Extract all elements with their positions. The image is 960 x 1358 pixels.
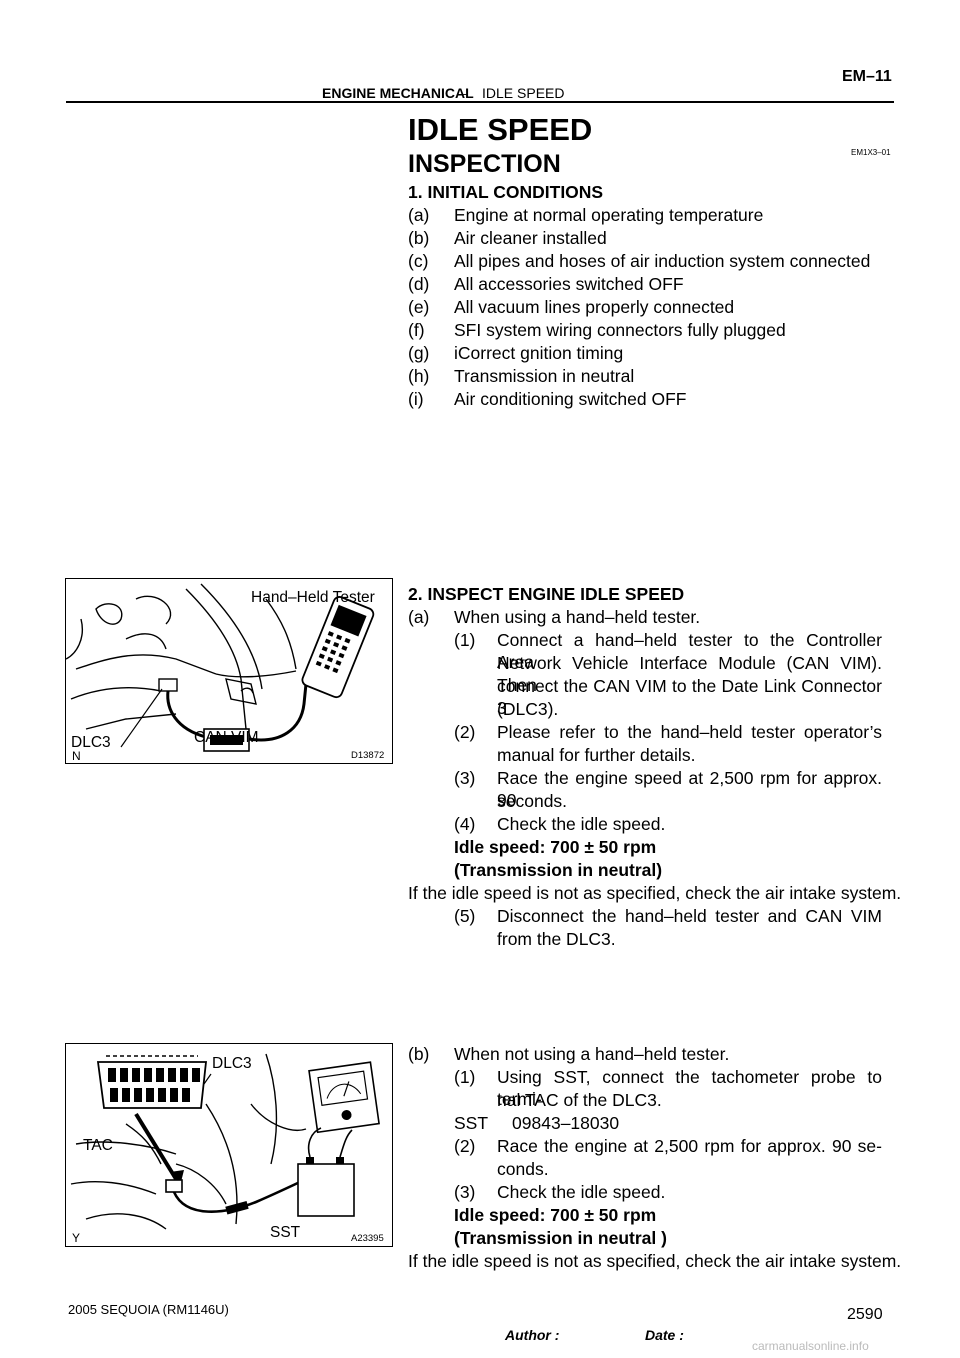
figure2-illustration: [70, 1053, 380, 1230]
condition-key: (b): [408, 228, 430, 248]
condition-key: (h): [408, 366, 430, 386]
spec-idle-speed: Idle speed: 700 ± 50 rpm: [454, 1205, 657, 1225]
figure-corner-mark: N: [72, 749, 81, 763]
step-text: from the DLC3.: [497, 929, 616, 949]
step-key: (2): [454, 1136, 476, 1156]
step-key: (4): [454, 814, 476, 834]
label-can-vim: CAN VIM: [194, 729, 259, 746]
condition-key: (i): [408, 389, 424, 409]
label-sst: SST: [270, 1224, 301, 1241]
condition-key: (c): [408, 251, 429, 271]
step-text: Using SST, connect the tachometer probe …: [497, 1067, 882, 1109]
figure-code: A23395: [351, 1233, 384, 1244]
spec-condition: (Transmission in neutral ): [454, 1228, 667, 1248]
step-text: Network Vehicle Interface Module (CAN VI…: [497, 653, 882, 695]
figure-tachometer-connection: DLC3 TAC SST Y A23395: [65, 1043, 393, 1247]
step-text: Connect a hand–held tester to the Contro…: [497, 630, 882, 672]
step-text: Race the engine at 2,500 rpm for approx.…: [497, 1136, 882, 1156]
condition-text: Engine at normal operating temperature: [454, 205, 764, 225]
step-text: When using a hand–held tester.: [454, 607, 701, 627]
condition-key: (a): [408, 205, 430, 225]
step-key: (3): [454, 1182, 476, 1202]
spec-condition: (Transmission in neutral): [454, 860, 663, 880]
step-key: (a): [408, 607, 430, 627]
page-code: EM–11: [842, 68, 892, 85]
note-text: If the idle speed is not as specified, c…: [408, 1251, 902, 1271]
footer-author-date: Author : Date :: [505, 1327, 684, 1343]
step-text: Race the engine speed at 2,500 rpm for a…: [497, 768, 882, 810]
step-key: (3): [454, 768, 476, 788]
step-text: Disconnect the hand–held tester and CAN …: [497, 906, 882, 926]
step-text: manual for further details.: [497, 745, 696, 765]
note-text: If the idle speed is not as specified, c…: [408, 883, 902, 903]
label-tac: TAC: [83, 1137, 113, 1154]
header-subsection: IDLE SPEED: [482, 85, 565, 101]
sst-number: SST 09843–18030: [454, 1113, 620, 1133]
label-dlc3: DLC3: [71, 734, 111, 751]
figure-corner-mark: Y: [72, 1231, 81, 1245]
condition-key: (d): [408, 274, 430, 294]
condition-text: iCorrect gnition timing: [454, 343, 624, 363]
condition-key: (g): [408, 343, 430, 363]
label-dlc3: DLC3: [212, 1055, 252, 1072]
condition-text: All accessories switched OFF: [454, 274, 684, 294]
condition-text: All vacuum lines properly connected: [454, 297, 735, 317]
footer-page-number: 2590: [847, 1306, 883, 1323]
step-key: (5): [454, 906, 476, 926]
step-text: Check the idle speed.: [497, 1182, 666, 1202]
conditions-title: 1. INITIAL CONDITIONS: [408, 182, 604, 202]
inspect-title: 2. INSPECT ENGINE IDLE SPEED: [408, 584, 685, 604]
step-key: (1): [454, 1067, 476, 1087]
condition-text: Air cleaner installed: [454, 228, 607, 248]
condition-key: (e): [408, 297, 430, 317]
step-text: conds.: [497, 1159, 549, 1179]
header-rule: [66, 101, 894, 103]
figure-code: D13872: [351, 750, 385, 761]
step-key: (2): [454, 722, 476, 742]
figure-hand-held-tester: Hand–Held Tester CAN VIM DLC3 N D13872: [65, 578, 393, 764]
step-text: (DLC3).: [497, 699, 559, 719]
condition-text: Air conditioning switched OFF: [454, 389, 687, 409]
figure1-illustration: [66, 583, 375, 752]
header-dash: –: [460, 85, 468, 101]
step-text: When not using a hand–held tester.: [454, 1044, 730, 1064]
condition-text: Transmission in neutral: [454, 366, 635, 386]
section-heading: INSPECTION: [408, 150, 561, 178]
header-section: ENGINE MECHANICAL: [322, 85, 474, 101]
step-key: (1): [454, 630, 476, 650]
page-title: IDLE SPEED: [408, 112, 593, 147]
condition-text: All pipes and hoses of air induction sys…: [454, 251, 871, 271]
spec-idle-speed: Idle speed: 700 ± 50 rpm: [454, 837, 657, 857]
step-key: (b): [408, 1044, 430, 1064]
condition-text: SFI system wiring connectors fully plugg…: [454, 320, 786, 340]
step-text: connect the CAN VIM to the Date Link Con…: [497, 676, 882, 718]
step-text: Check the idle speed.: [497, 814, 666, 834]
doc-code: EM1X3–01: [851, 148, 891, 157]
footer-model: 2005 SEQUOIA (RM1146U): [68, 1302, 229, 1317]
condition-key: (f): [408, 320, 425, 340]
step-text: seconds.: [497, 791, 568, 811]
step-text: Please refer to the hand–held tester ope…: [497, 722, 882, 742]
label-hand-held-tester: Hand–Held Tester: [251, 589, 375, 606]
watermark: carmanualsonline.info: [752, 1339, 869, 1353]
step-text: nal TAC of the DLC3.: [497, 1090, 662, 1110]
